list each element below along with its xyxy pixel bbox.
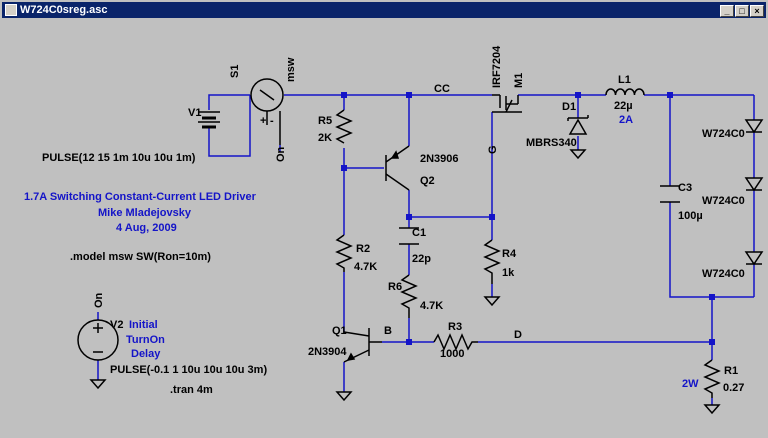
v2-name: V2	[110, 319, 123, 331]
c1-name: C1	[412, 227, 426, 239]
q1-model: 2N3904	[308, 346, 347, 358]
r3-resistor[interactable]	[433, 333, 478, 351]
v1-value: PULSE(12 15 1m 10u 10u 1m)	[42, 152, 196, 164]
r3-name: R3	[448, 321, 462, 333]
title-bar[interactable]: W724C0sreg.asc _ □ ×	[2, 2, 766, 18]
q1-transistor[interactable]	[343, 328, 382, 363]
m1-model: IRF7204	[491, 45, 503, 88]
r4-value: 1k	[502, 267, 515, 279]
r1-value: 0.27	[723, 382, 744, 394]
r1-rating: 2W	[682, 378, 699, 390]
wires	[97, 94, 755, 405]
l1-name: L1	[618, 74, 631, 86]
m1-mosfet[interactable]	[492, 94, 522, 113]
r2-name: R2	[356, 243, 370, 255]
c3-name: C3	[678, 182, 692, 194]
q1-name: Q1	[332, 325, 347, 337]
r6-resistor[interactable]	[400, 274, 418, 318]
led3-model: W724C0	[702, 268, 745, 280]
maximize-button[interactable]: □	[735, 5, 749, 17]
v1-source[interactable]	[198, 111, 220, 129]
l1-value: 22µ	[614, 100, 633, 112]
net-label-d: D	[514, 329, 522, 341]
s1-name: S1	[229, 65, 241, 78]
v2-source[interactable]	[77, 319, 119, 361]
r3-value: 1000	[440, 348, 464, 360]
v2-label-line2: TurnOn	[126, 334, 165, 346]
d1-model: MBRS340	[526, 137, 577, 149]
r5-value: 2K	[318, 132, 332, 144]
window-title: W724C0sreg.asc	[20, 4, 108, 16]
app-icon[interactable]	[5, 4, 17, 16]
q2-transistor[interactable]	[385, 145, 410, 191]
net-label-g: G	[487, 145, 499, 154]
desc-line3: 4 Aug, 2009	[116, 222, 177, 234]
l1-rating: 2A	[619, 114, 633, 126]
q2-model: 2N3906	[420, 153, 459, 165]
r5-name: R5	[318, 115, 332, 127]
s1-control: On	[275, 146, 287, 162]
s1-minus: -	[270, 115, 274, 127]
d1-diode[interactable]	[567, 115, 589, 135]
r1-name: R1	[724, 365, 738, 377]
r2-resistor[interactable]	[335, 234, 353, 272]
r1-resistor[interactable]	[703, 359, 721, 398]
q2-name: Q2	[420, 175, 435, 187]
v1-name: V1	[188, 107, 201, 119]
v2-on-label: On	[93, 292, 105, 308]
desc-line2: Mike Mladejovsky	[98, 207, 192, 219]
d1-name: D1	[562, 101, 576, 113]
tran-directive: .tran 4m	[170, 384, 213, 396]
net-label-b: B	[384, 325, 392, 337]
s1-switch[interactable]	[250, 78, 284, 145]
s1-plus: +	[260, 115, 266, 127]
c1-value: 22p	[412, 253, 431, 265]
schematic-canvas[interactable]: V1 PULSE(12 15 1m 10u 10u 1m) S1 msw + -…	[2, 20, 766, 433]
led-string[interactable]	[744, 119, 764, 266]
r2-value: 4.7K	[354, 261, 377, 273]
r5-resistor[interactable]	[335, 109, 353, 144]
r4-resistor[interactable]	[483, 239, 501, 284]
minimize-button[interactable]: _	[720, 5, 734, 17]
c1-capacitor[interactable]	[399, 227, 419, 245]
desc-line1: 1.7A Switching Constant-Current LED Driv…	[24, 191, 257, 203]
junctions	[341, 92, 715, 345]
ground-symbols	[89, 149, 721, 415]
schematic-drawing[interactable]: V1 PULSE(12 15 1m 10u 10u 1m) S1 msw + -…	[2, 20, 766, 433]
c3-capacitor[interactable]	[660, 185, 680, 203]
led1-model: W724C0	[702, 128, 745, 140]
close-button[interactable]: ×	[750, 5, 764, 17]
m1-name: M1	[513, 73, 525, 88]
v2-label-line3: Delay	[131, 348, 161, 360]
v2-value: PULSE(-0.1 1 10u 10u 10u 3m)	[110, 364, 267, 376]
l1-inductor[interactable]	[605, 88, 645, 96]
r4-name: R4	[502, 248, 517, 260]
v2-label-line1: Initial	[129, 319, 158, 331]
model-directive: .model msw SW(Ron=10m)	[70, 251, 211, 263]
r6-value: 4.7K	[420, 300, 443, 312]
net-label-cc: CC	[434, 83, 450, 95]
s1-model: msw	[285, 57, 297, 82]
c3-value: 100µ	[678, 210, 703, 222]
r6-name: R6	[388, 281, 402, 293]
led2-model: W724C0	[702, 195, 745, 207]
